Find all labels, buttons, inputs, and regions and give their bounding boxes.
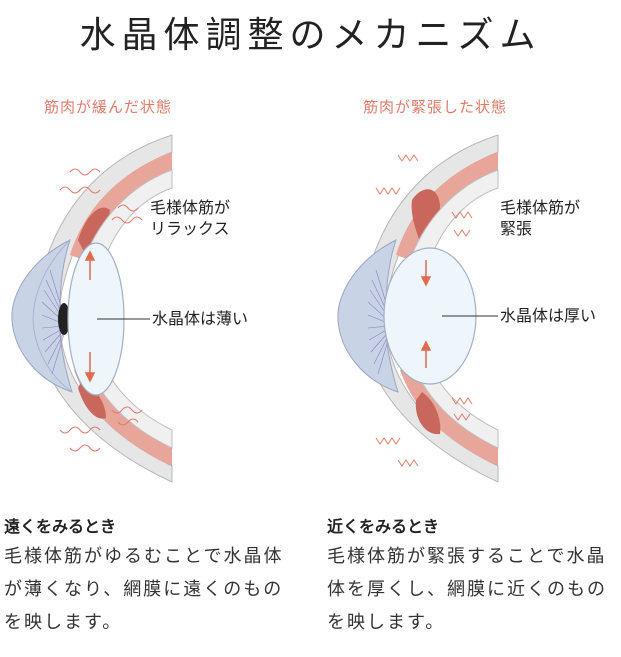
thick-lens-label: 水晶体は厚い <box>500 306 597 325</box>
pupil <box>58 303 70 335</box>
relaxed-eye-diagram <box>11 134 173 483</box>
tense-muscle-label: 毛様体筋が 緊張 <box>500 198 581 238</box>
ciliary-muscle-bottom <box>415 392 441 435</box>
lens-arrows <box>84 250 96 383</box>
near-view-heading: 近くをみるとき <box>327 517 440 536</box>
relaxed-state-label: 筋肉が緩んだ状態 <box>44 98 173 116</box>
cornea <box>11 239 73 393</box>
far-view-description: 毛様体筋がゆるむことで水晶体が薄くなり、網膜に遠くのものを映します。 <box>4 546 284 633</box>
far-view-heading: 遠くをみるとき <box>4 517 117 536</box>
tense-squiggles <box>375 154 473 467</box>
thin-lens-label: 水晶体は薄い <box>152 309 249 328</box>
near-view-description: 毛様体筋が緊張することで水晶体を厚くし、網膜に近くのものを映します。 <box>327 546 607 633</box>
tense-state-label: 筋肉が緊張した状態 <box>363 98 508 116</box>
page-title: 水晶体調整のメカニズム <box>79 15 542 56</box>
ciliary-muscle-top <box>78 207 110 252</box>
tense-eye-diagram <box>337 134 499 483</box>
lens-arrows <box>420 260 432 368</box>
relax-squiggles <box>59 168 143 452</box>
relaxed-muscle-label: 毛様体筋が リラックス <box>150 198 231 238</box>
